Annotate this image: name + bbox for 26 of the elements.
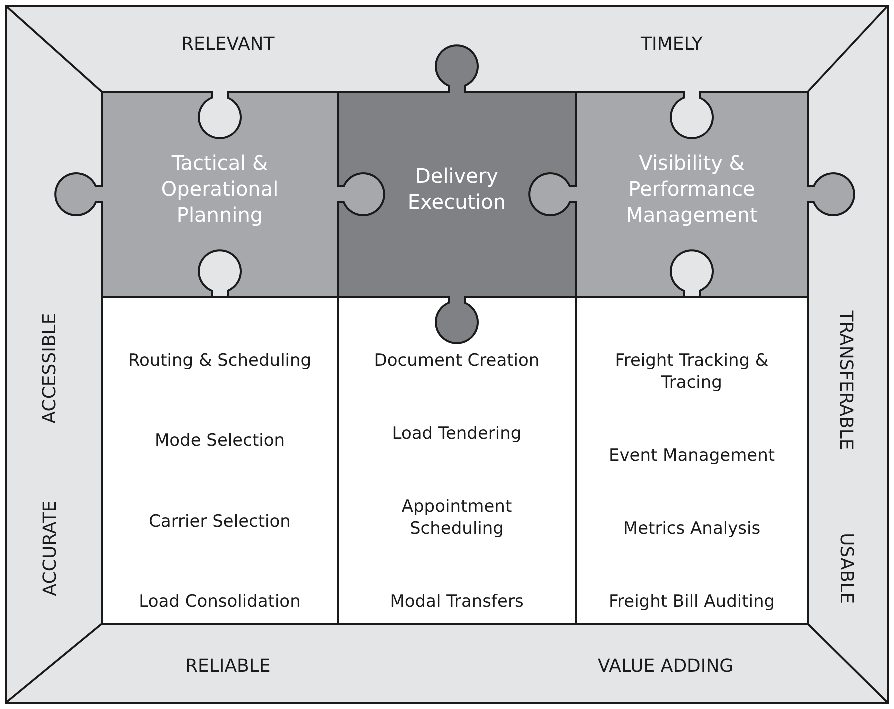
list-item: Load Consolidation	[139, 590, 301, 613]
column-panel	[337, 296, 577, 625]
column-panel	[101, 296, 339, 625]
border-label: RELIABLE	[186, 656, 271, 676]
list-item: Modal Transfers	[390, 591, 524, 613]
list-item: Freight Tracking & Tracing	[614, 350, 770, 394]
list-item: Event Management	[608, 445, 776, 467]
list-item: Mode Selection	[154, 430, 286, 452]
list-item: Metrics Analysis	[623, 518, 761, 540]
border-label: USABLE	[836, 532, 856, 604]
border-label: ACCESSIBLE	[40, 312, 61, 424]
list-item: Appointment Scheduling	[400, 496, 514, 540]
list-item: Load Tendering	[392, 423, 522, 445]
border-label: ACCURATE	[40, 500, 61, 596]
list-item: Freight Bill Auditing	[608, 591, 776, 613]
border-label: TIMELY	[641, 34, 703, 54]
piece-label: Visibility & Performance Management	[625, 150, 759, 228]
list-item: Document Creation	[374, 350, 540, 372]
piece-label: Delivery Execution	[406, 162, 508, 214]
list-item: Routing & Scheduling	[128, 350, 312, 372]
column-panel	[575, 296, 809, 625]
piece-label: Tactical & Operational Planning	[160, 150, 280, 228]
border-label: RELEVANT	[182, 34, 275, 54]
border-label: VALUE ADDING	[598, 656, 734, 676]
list-item: Carrier Selection	[149, 510, 291, 533]
border-label: TRANSFERABLE	[835, 310, 856, 450]
